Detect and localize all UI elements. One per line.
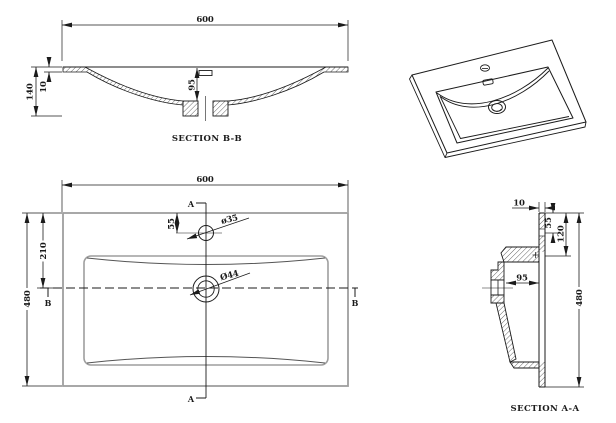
aa-dim-label-480: 480 [575, 289, 585, 306]
aa-wall-above-pipe [490, 261, 505, 281]
aa-ledge [500, 246, 540, 263]
dim-height-140: 140 [26, 66, 62, 117]
section-bb-label: SECTION B-B [172, 134, 242, 144]
aa-dim-480: 480 [545, 212, 585, 388]
faucet-dia-label: ø35 [220, 213, 239, 227]
plan-outer-rect [62, 212, 349, 387]
section-line-aa: A A [187, 199, 207, 404]
plan-dim-480: 480 [21, 212, 62, 387]
plan-dim-label-600: 600 [196, 175, 213, 185]
aa-wall-hatch-mid [539, 236, 545, 252]
shell-band-left [62, 66, 184, 106]
plan-drain-hole [192, 275, 220, 303]
iso-thickness-edge [409, 74, 587, 158]
aa-wall-hatch-top [539, 213, 545, 229]
drain-block-left [182, 100, 199, 117]
dim-label-95: 95 [188, 79, 198, 91]
iso-overflow-hole [482, 78, 494, 86]
aa-dim-55: 55 [544, 203, 558, 243]
plan-dim-600: 600 [61, 175, 349, 212]
aa-dim-10: 10 [512, 199, 555, 212]
plan-dim-label-480: 480 [23, 290, 33, 307]
aa-drain-pipe [490, 279, 505, 296]
dim-label-600: 600 [196, 15, 213, 25]
aa-overflow-cross [532, 252, 539, 258]
aa-dim-120: 120 [545, 213, 571, 257]
aa-dim-95: 95 [506, 274, 539, 286]
iso-basin-wall [439, 95, 570, 139]
aa-bowl-wall [495, 302, 517, 363]
plan-dim-label-210: 210 [39, 242, 49, 259]
plan-view: 600 480 210 [21, 175, 359, 404]
marker-b-right: B [352, 298, 359, 308]
dim-rim-10: 10 [39, 57, 62, 93]
dim-depth-95: 95 [188, 68, 200, 101]
marker-a-bottom: A [187, 394, 195, 404]
dim-width-600: 600 [61, 15, 349, 61]
iso-basin-back-curve-lower [440, 70, 550, 108]
aa-dim-label-95: 95 [516, 274, 528, 284]
aa-wall-hatch-bottom [539, 362, 545, 387]
shell-band-right [227, 66, 349, 106]
overflow-outlet [198, 70, 213, 76]
section-aa-view: 10 55 120 95 480 SE [482, 199, 585, 414]
section-aa-label: SECTION A-A [511, 404, 580, 414]
marker-b-left: B [45, 298, 52, 308]
section-bb-view: 600 95 140 10 SECTION B-B [26, 15, 349, 144]
iso-view [409, 39, 587, 158]
iso-basin-rim [435, 66, 574, 144]
marker-a-top: A [187, 199, 195, 209]
aa-wall-below-pipe [490, 294, 505, 304]
aa-dim-label-120: 120 [557, 225, 567, 242]
iso-drain-hole [488, 100, 506, 114]
aa-bowl-bottom [509, 361, 540, 369]
plan-dim-210: 210 [37, 213, 57, 289]
plan-dim-55: 55 [167, 213, 180, 233]
iso-faucet-hole [480, 64, 490, 72]
dim-label-140: 140 [26, 83, 36, 100]
section-line-bb: B B [40, 287, 359, 308]
aa-dim-label-10: 10 [513, 199, 525, 209]
plan-dim-label-55: 55 [167, 218, 177, 230]
dim-label-10: 10 [39, 81, 49, 93]
faucet-dia-callout: ø35 [186, 213, 250, 240]
drain-dia-callout: Ø44 [189, 268, 251, 296]
aa-dim-label-55: 55 [544, 217, 554, 229]
drain-block-right [212, 100, 229, 117]
drain-dia-label: Ø44 [219, 268, 240, 284]
